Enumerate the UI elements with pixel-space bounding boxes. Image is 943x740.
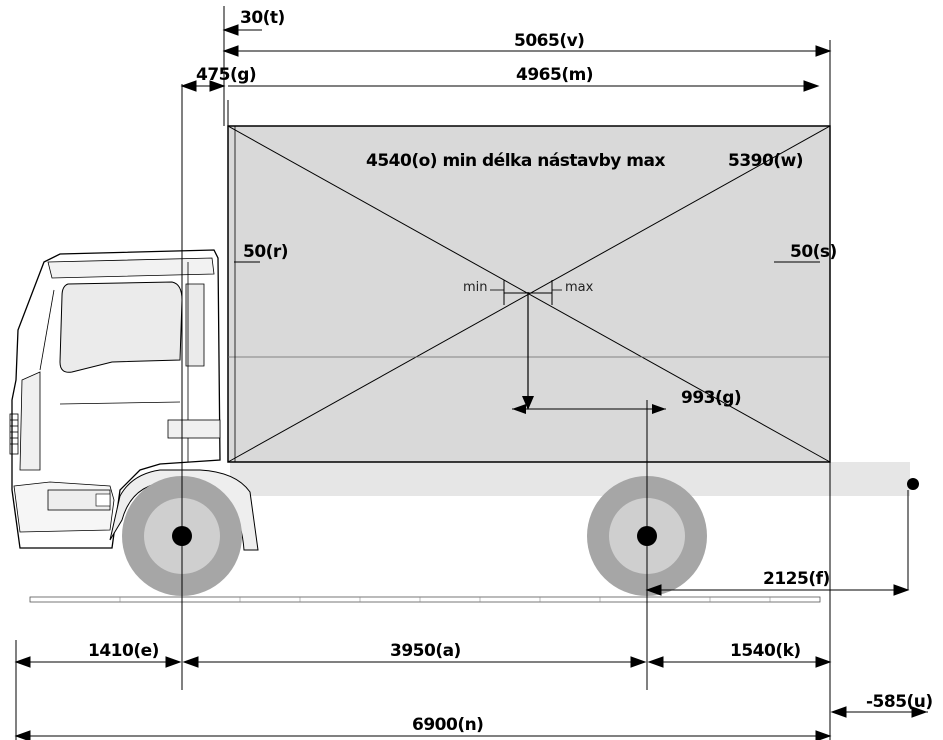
ground-line	[29, 596, 821, 603]
dim-a-label: 3950(a)	[390, 641, 461, 661]
dim-u-label: -585(u)	[866, 692, 933, 712]
dim-t-label: 30(t)	[240, 8, 285, 28]
dim-n-label: 6900(n)	[412, 715, 484, 735]
dim-w-label: 5390(w)	[728, 151, 804, 171]
marker-max-label: max	[565, 280, 594, 295]
dim-o-text: 4540(o) min délka nástavby max	[366, 151, 665, 171]
marker-min-label: min	[463, 280, 488, 295]
dim-f-label: 2125(f)	[763, 569, 830, 589]
dim-k-label: 1540(k)	[730, 641, 801, 661]
dim-g-cog-label: 993(g)	[681, 388, 742, 408]
dim-e-label: 1410(e)	[88, 641, 159, 661]
dim-v-label: 5065(v)	[514, 31, 585, 51]
box-diagonal-2	[227, 125, 831, 463]
dim-r-label: 50(r)	[243, 242, 289, 262]
dim-s-label: 50(s)	[790, 242, 837, 262]
cab	[9, 249, 259, 551]
dim-g-top-label: 475(g)	[196, 65, 257, 85]
dim-m-label: 4965(m)	[516, 65, 594, 85]
rear-hitch-point	[907, 478, 919, 490]
chassis-frame	[230, 462, 910, 496]
